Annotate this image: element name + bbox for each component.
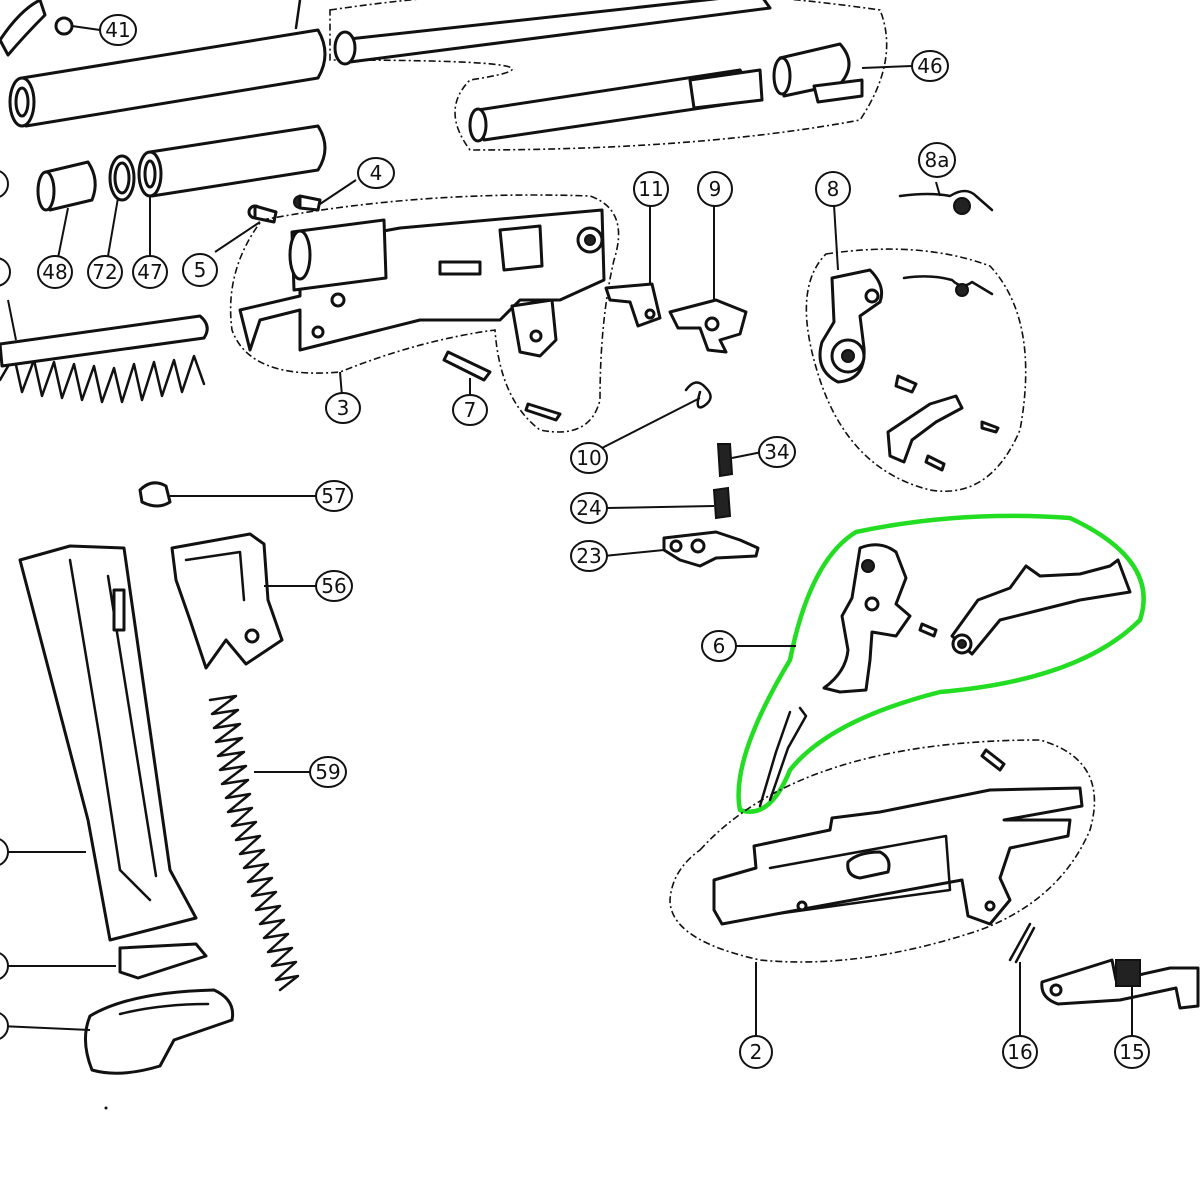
svg-text:24: 24 [576,496,601,520]
part-pins-frame [524,402,562,422]
svg-text:59: 59 [315,760,340,784]
svg-text:47: 47 [137,260,162,284]
part-11-lever [604,205,662,328]
part-bushing-48 [36,160,97,259]
svg-text:4: 4 [370,161,383,185]
svg-text:6: 6 [713,634,726,658]
callout-48: 48 [37,255,73,289]
part-59-spring [208,694,312,992]
svg-text:2: 2 [750,1040,763,1064]
svg-text:56: 56 [321,574,346,598]
svg-text:7: 7 [464,398,477,422]
part-tubes-top-left [8,0,327,128]
svg-text:41: 41 [105,18,130,42]
part-3-frame-group [229,194,620,433]
callout-9: 9 [697,171,733,207]
part-2-housing-group [669,739,1096,1036]
callout-16: 16 [1002,1035,1038,1069]
callout-47: 47 [132,255,168,289]
callout-57: 57 [315,480,353,512]
callout-cut-4 [0,952,9,980]
part-6-trigger-group [736,513,1146,814]
callout-5: 5 [182,253,218,287]
svg-text:8: 8 [827,177,840,201]
part-9-sear [668,205,748,354]
callout-59: 59 [309,756,347,788]
part-41-screw [0,0,101,57]
svg-text:8a: 8a [925,148,950,172]
callout-11: 11 [633,171,669,207]
svg-text:34: 34 [764,440,789,464]
part-46-barrel-group [329,0,913,151]
svg-text:3: 3 [337,396,350,420]
part-34-spring [716,443,763,478]
part-8a-spring [898,181,994,215]
svg-text:11: 11 [638,177,663,201]
callout-2: 2 [739,1035,773,1069]
svg-text:9: 9 [709,177,722,201]
highlight-outline [736,513,1146,814]
callout-6: 6 [701,630,737,662]
svg-text:57: 57 [321,484,346,508]
part-tube-47 [137,124,327,256]
callout-46: 46 [911,50,949,82]
callout-72: 72 [87,255,123,289]
svg-text:23: 23 [576,544,601,568]
callout-24: 24 [570,492,608,524]
part-recoil-spring-left [0,299,209,404]
part-ring-72 [107,154,136,257]
part-pin-4 [293,179,357,212]
svg-text:46: 46 [917,54,942,78]
part-23-catch [603,530,760,568]
callout-cut-3 [0,838,9,866]
svg-text:72: 72 [92,260,117,284]
part-16-spring [1008,922,1036,1036]
callout-4: 4 [357,157,395,189]
part-magazine-insert [0,942,208,980]
part-56-follower [170,532,318,670]
part-8-hammer-group [805,204,1027,492]
callout-7: 7 [452,394,488,426]
part-10-spring [601,381,712,449]
callout-8: 8 [815,171,851,207]
callout-15: 15 [1114,1035,1150,1069]
callout-56: 56 [315,570,353,602]
callout-8a: 8a [918,142,956,178]
part-magazine-baseplate [0,988,235,1075]
svg-text:48: 48 [42,260,67,284]
svg-text:10: 10 [576,446,601,470]
part-magazine-body [0,544,198,942]
part-24-spring [605,486,732,520]
svg-text:15: 15 [1119,1040,1144,1064]
part-15-lever [1040,958,1200,1036]
part-pin-5 [214,204,278,253]
svg-text:5: 5 [194,258,207,282]
callout-cut-5 [0,1012,9,1040]
callout-23: 23 [570,540,608,572]
part-57-nut [138,481,318,508]
callout-3: 3 [325,392,361,424]
callout-10: 10 [570,442,608,474]
callout-41: 41 [99,14,137,46]
stray-dot [104,1106,108,1110]
callout-cut-1 [0,170,9,198]
part-pin-7 [442,350,492,398]
callout-cut-2 [0,257,11,287]
callout-34: 34 [758,436,796,468]
svg-text:16: 16 [1007,1040,1032,1064]
